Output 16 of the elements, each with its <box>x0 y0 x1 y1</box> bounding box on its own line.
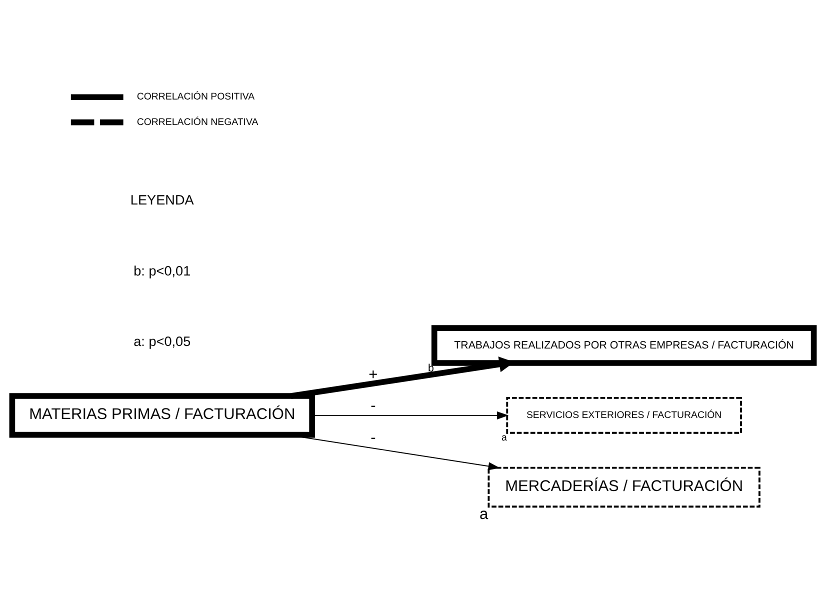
node-label: a <box>480 506 488 523</box>
arrow <box>312 410 509 419</box>
edge-label: + <box>368 366 378 383</box>
node-box: MERCADERÍAS / FACTURACIÓN <box>488 466 760 508</box>
node-box: SERVICIOS EXTERIORES / FACTURACIÓN <box>506 396 742 434</box>
edge-label: - <box>370 428 376 446</box>
legend-label: CORRELACIÓN NEGATIVA <box>136 116 258 128</box>
label: LEYENDA <box>130 192 194 208</box>
node-box: MATERIAS PRIMAS / FACTURACIÓN <box>9 392 315 438</box>
node-box: TRABAJOS REALIZADOS POR OTRAS EMPRESAS / FACTURACIÓN <box>431 324 817 366</box>
label: a: p<0,05 <box>134 334 191 349</box>
legend-label: CORRELACIÓN POSITIVA <box>136 91 255 102</box>
node-label: a <box>502 432 507 444</box>
node-label: b <box>428 362 434 374</box>
edge-label: - <box>370 396 376 414</box>
label: b: p<0,01 <box>134 262 191 278</box>
